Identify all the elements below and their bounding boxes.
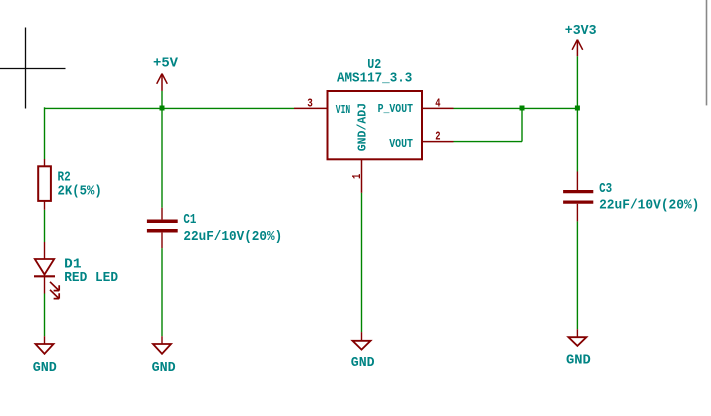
svg-text:GND: GND <box>351 355 375 371</box>
svg-text:VOUT: VOUT <box>389 137 413 151</box>
svg-text:P_VOUT: P_VOUT <box>378 102 413 116</box>
svg-text:VIN: VIN <box>336 103 350 117</box>
svg-text:RED LED: RED LED <box>64 270 118 286</box>
svg-text:22uF/10V(20%): 22uF/10V(20%) <box>599 198 699 214</box>
svg-text:C1: C1 <box>183 212 196 228</box>
svg-text:GND/ADJ: GND/ADJ <box>355 103 369 151</box>
svg-text:2: 2 <box>435 129 440 143</box>
svg-text:U2: U2 <box>367 57 381 73</box>
svg-text:22uF/10V(20%): 22uF/10V(20%) <box>183 229 282 245</box>
svg-text:1: 1 <box>350 174 364 179</box>
svg-text:GND: GND <box>33 360 57 376</box>
svg-text:+3V3: +3V3 <box>565 23 597 39</box>
svg-text:3: 3 <box>307 97 313 111</box>
svg-text:2K(5%): 2K(5%) <box>58 184 102 200</box>
svg-text:GND: GND <box>152 360 176 376</box>
svg-text:R2: R2 <box>58 170 71 186</box>
svg-text:GND: GND <box>566 352 591 368</box>
svg-text:4: 4 <box>435 97 440 111</box>
svg-text:AMS117_3.3: AMS117_3.3 <box>337 71 412 87</box>
svg-text:C3: C3 <box>599 181 612 197</box>
svg-text:+5V: +5V <box>153 56 179 72</box>
svg-text:D1: D1 <box>64 256 81 272</box>
